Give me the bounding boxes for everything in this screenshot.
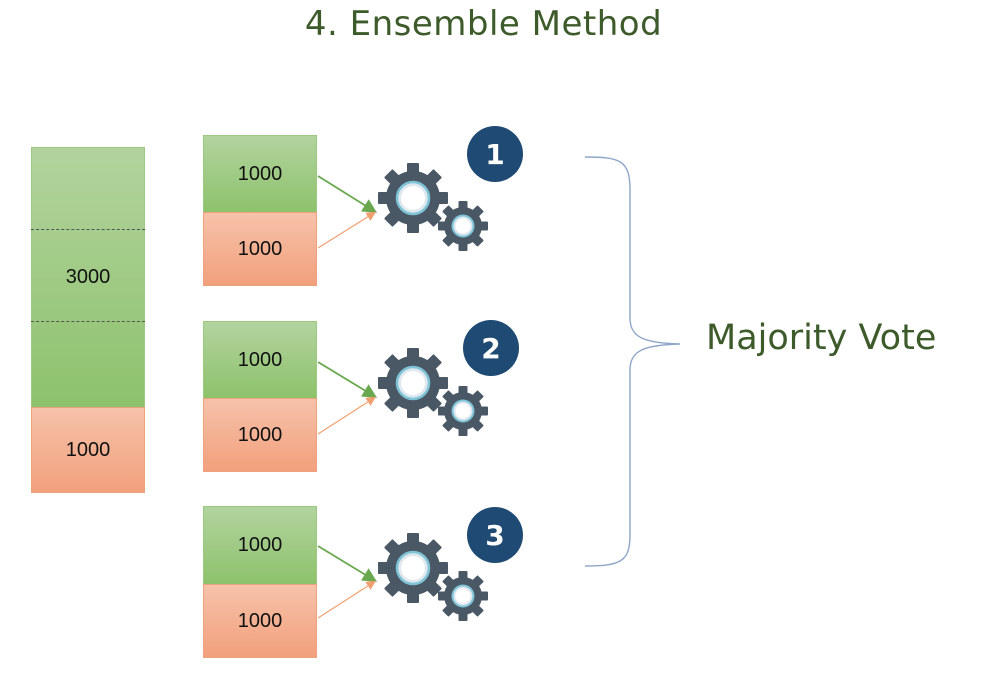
- subset-1-majority-block: 1000: [203, 135, 317, 213]
- subset-1-minority-block: 1000: [203, 212, 317, 286]
- dataset-minority-block: 1000: [31, 407, 145, 493]
- subset-3-minority-block: 1000: [203, 584, 317, 658]
- model-1-gears-icon: [375, 160, 495, 260]
- subset-1-minority-label: 1000: [237, 237, 283, 260]
- model-3-gears-icon: [375, 530, 495, 630]
- subset-2-minority-block: 1000: [203, 398, 317, 472]
- subset-3-majority-arrow: [317, 545, 378, 582]
- subset-1-minority-arrow: [317, 211, 377, 249]
- dataset-split-line-1: [31, 229, 145, 230]
- model-3-badge: 3: [467, 507, 523, 563]
- subset-3-majority-label: 1000: [237, 534, 283, 556]
- dataset-majority-block: 3000: [31, 147, 145, 408]
- model-3-number: 3: [485, 518, 505, 552]
- model-2-badge: 2: [463, 320, 519, 376]
- model-1-badge: 1: [467, 126, 523, 182]
- model-1-number: 1: [485, 137, 505, 171]
- dataset-minority-label: 1000: [65, 438, 111, 461]
- subset-2-majority-arrow: [317, 361, 378, 398]
- subset-2-minority-label: 1000: [237, 423, 283, 446]
- subset-1-majority-label: 1000: [237, 162, 283, 185]
- subset-2-majority-block: 1000: [203, 321, 317, 399]
- dataset-majority-label: 3000: [65, 266, 111, 288]
- model-2-gears-icon: [375, 345, 495, 445]
- subset-2-minority-arrow: [317, 396, 377, 435]
- page-title: 4. Ensemble Method: [304, 4, 663, 44]
- dataset-split-line-2: [31, 321, 145, 322]
- model-2-number: 2: [481, 331, 501, 365]
- subset-3-minority-arrow: [317, 580, 377, 619]
- subset-1-majority-arrow: [317, 175, 378, 213]
- subset-3-minority-label: 1000: [237, 609, 283, 632]
- curly-brace: [584, 156, 681, 567]
- subset-3-majority-block: 1000: [203, 506, 317, 585]
- subset-2-majority-label: 1000: [237, 348, 283, 371]
- majority-vote-label: Majority Vote: [706, 318, 937, 358]
